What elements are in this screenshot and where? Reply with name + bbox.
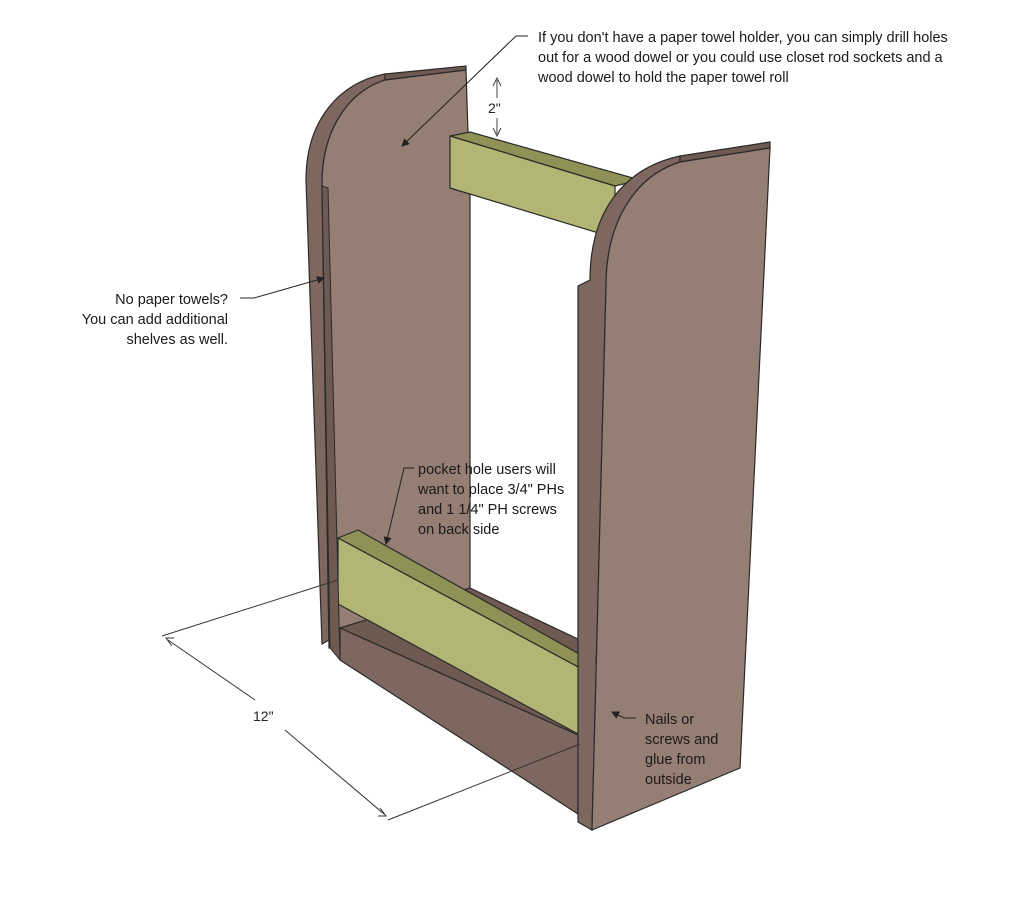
leader-nails-note	[611, 711, 636, 719]
dim-12in-arrow-bottom	[378, 807, 387, 817]
dim-12in-line-b	[284, 729, 385, 815]
nails-note: Nails or screws and glue from outside	[645, 712, 719, 788]
right-panel-face	[591, 147, 771, 831]
dim-2in-arrow-top	[492, 76, 502, 87]
shelves-note: No paper towels? You can add additional …	[81, 292, 228, 348]
pocket-note: pocket hole users will want to place 3/4…	[418, 462, 565, 538]
leader-holder-note	[401, 35, 528, 147]
holder-note: If you don't have a paper towel holder, …	[538, 30, 948, 86]
leader-pocket-note	[383, 467, 414, 545]
left-panel-front-strip	[321, 185, 341, 662]
dim-12in-line-a	[167, 639, 256, 701]
dim-2in-arrow-bottom	[492, 127, 502, 138]
dim-12in-ext-bottom	[387, 743, 581, 821]
dim-12in-ext-top	[161, 579, 339, 637]
dim-12in-label: 12"	[253, 708, 274, 724]
leader-shelves-note	[240, 276, 325, 299]
dim-12in-arrow-top	[165, 637, 174, 647]
dim-2in-label: 2"	[488, 100, 501, 116]
